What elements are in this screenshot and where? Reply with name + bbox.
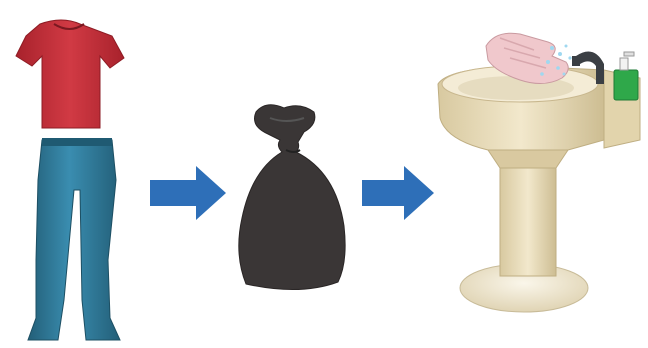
shirt-and-trousers-icon	[15, 19, 125, 341]
arrow-right-icon	[150, 166, 226, 220]
arrow-right-icon	[362, 166, 434, 220]
sink-base	[459, 149, 589, 313]
sink-handwash-icon	[437, 32, 641, 313]
shirt	[15, 19, 125, 129]
trousers	[27, 138, 121, 341]
soap-dispenser	[613, 51, 639, 101]
hands	[485, 32, 572, 84]
water-droplets	[540, 44, 572, 76]
faucet	[572, 51, 604, 84]
bag-icon	[238, 104, 346, 290]
